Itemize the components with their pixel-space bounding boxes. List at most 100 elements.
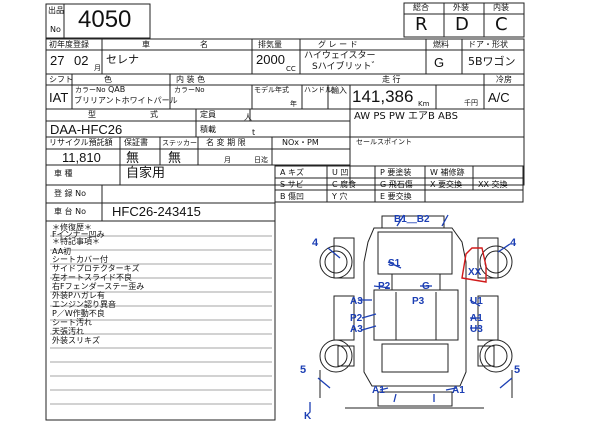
mark-5-left: 5 bbox=[300, 364, 307, 376]
mark-5-right: 5 bbox=[514, 364, 521, 376]
sticker: 無 bbox=[168, 150, 182, 165]
mileage: 141,386 bbox=[352, 87, 414, 106]
model-code: DAA-HFC26 bbox=[50, 122, 123, 137]
doors: 5Bワゴン bbox=[468, 55, 516, 68]
legend-c: C 腐食 bbox=[332, 180, 357, 189]
displacement: 2000 bbox=[256, 52, 285, 67]
red-outline-marker bbox=[461, 247, 487, 283]
interior-label: 内 装 色 bbox=[176, 75, 206, 84]
ac: A/C bbox=[488, 90, 510, 105]
fuel-label: 燃料 bbox=[433, 40, 449, 49]
load-unit: t bbox=[252, 128, 256, 137]
note-line: ＊修復歴＊ bbox=[52, 223, 92, 232]
legend-y: Y 穴 bbox=[332, 192, 348, 201]
rating-exterior: D bbox=[455, 14, 469, 35]
rating-interior: C bbox=[495, 14, 508, 35]
warranty-label: 保証書 bbox=[124, 138, 148, 147]
grade-line-2: Sハイブリット゛ bbox=[312, 62, 381, 72]
equipment: AW PS PW エアB ABS bbox=[354, 111, 458, 122]
color-name: ブリリアントホワイトパール bbox=[74, 96, 178, 105]
color-label: 色 bbox=[104, 75, 112, 84]
change-date-unit: 日迄 bbox=[254, 156, 268, 164]
title-change-label: 名 変 期 限 bbox=[206, 138, 246, 147]
note-line: 外装Pハガレ有 bbox=[52, 291, 105, 300]
interior-color-no-label: カラーNo bbox=[174, 86, 205, 94]
lot-label-1: 出品 bbox=[48, 6, 64, 15]
lot-label-2: No bbox=[50, 25, 61, 34]
rating-label-overall: 総合 bbox=[413, 3, 429, 12]
legend-x: X 要交換 bbox=[430, 180, 463, 189]
grade-label: グ レ ー ド bbox=[318, 40, 358, 49]
ac-label: 冷房 bbox=[496, 75, 512, 84]
mark-k: K bbox=[304, 411, 312, 422]
use-label: 車 種 bbox=[54, 169, 73, 178]
damage-markers bbox=[309, 214, 513, 412]
yen-unit: 千円 bbox=[464, 99, 478, 107]
rating-label-exterior: 外装 bbox=[453, 3, 469, 12]
selling-point-label: セールスポイント bbox=[356, 138, 412, 146]
mark-g: G bbox=[422, 281, 430, 292]
mark-a3-bottom: A3 bbox=[350, 324, 363, 335]
mark-4-left: 4 bbox=[312, 237, 319, 249]
legend-u: U 凹 bbox=[332, 168, 349, 177]
note-line: 天張汚れ bbox=[52, 327, 84, 336]
mark-a1-bottom-left: A1 bbox=[372, 385, 385, 396]
legend-g: G 飛石傷 bbox=[380, 180, 413, 189]
year-unit: 年 bbox=[290, 100, 297, 108]
chassis-label: 車 台 No bbox=[54, 207, 86, 216]
chassis-number: HFC26-243415 bbox=[112, 204, 201, 219]
warranty: 無 bbox=[126, 150, 140, 165]
rating-overall: R bbox=[415, 14, 428, 35]
note-line: P／W作動不良 bbox=[52, 309, 105, 318]
load-label: 積載 bbox=[200, 125, 216, 134]
grade-line-1: ハイウェイスター bbox=[304, 51, 376, 61]
displacement-label: 排気量 bbox=[258, 40, 282, 49]
mark-a1-right: A1 bbox=[470, 313, 483, 324]
name-label: 名 bbox=[200, 40, 208, 49]
reg-year: 27 bbox=[50, 53, 65, 68]
legend-a: A キズ bbox=[280, 168, 305, 177]
recycle-amount: 11,810 bbox=[62, 150, 101, 165]
note-line: サイドプロテクターキズ bbox=[52, 264, 140, 273]
rating-label-interior: 内装 bbox=[493, 3, 509, 12]
mark-u3: U3 bbox=[470, 324, 483, 335]
type-label-1: 型 bbox=[88, 110, 96, 119]
km-unit: Km bbox=[418, 100, 430, 108]
note-line: シート汚れ bbox=[52, 318, 92, 327]
model-name: セレナ bbox=[106, 53, 139, 66]
cc-unit: CC bbox=[286, 65, 296, 73]
fuel: G bbox=[434, 55, 445, 70]
legend-e: E 要交換 bbox=[380, 192, 412, 201]
note-line: 外装スリキズ bbox=[52, 336, 100, 345]
mark-p2-bottom: P2 bbox=[350, 313, 363, 324]
mark-s1: S1 bbox=[388, 258, 401, 269]
nox-label: NOx・PM bbox=[282, 138, 319, 147]
note-line: AA初 bbox=[52, 247, 72, 256]
car-diagram bbox=[319, 215, 513, 409]
mark-u1: U1 bbox=[470, 296, 483, 307]
note-line: エンジン認り異音 bbox=[52, 300, 116, 309]
shift: IAT bbox=[49, 90, 69, 105]
color-no-label: カラーNo bbox=[75, 86, 106, 94]
change-month-unit: 月 bbox=[224, 156, 231, 164]
capacity-label: 定員 bbox=[200, 110, 216, 119]
import-label: 輸入 bbox=[331, 86, 347, 95]
month-unit: 月 bbox=[94, 64, 101, 72]
note-line: ＊特記事項＊ bbox=[52, 237, 100, 246]
color-code: QAB bbox=[108, 85, 126, 94]
mark-xx: XX bbox=[468, 267, 482, 278]
note-line: シートカバー付 bbox=[52, 255, 108, 264]
reg-no-label: 登 録 No bbox=[54, 189, 86, 198]
legend-s: S サビ bbox=[280, 180, 304, 189]
mark-a3-top: A3 bbox=[350, 296, 363, 307]
use: 自家用 bbox=[126, 166, 166, 181]
legend-xx: XX 交換 bbox=[478, 180, 508, 189]
mark-4-right: 4 bbox=[510, 237, 517, 249]
reg-month: 02 bbox=[74, 53, 89, 68]
legend-b: B 傷凹 bbox=[280, 192, 305, 201]
mileage-label: 走 行 bbox=[382, 75, 401, 84]
mark-p3: P3 bbox=[412, 296, 425, 307]
capacity-unit: 人 bbox=[244, 113, 252, 122]
type-label-2: 式 bbox=[150, 110, 158, 119]
